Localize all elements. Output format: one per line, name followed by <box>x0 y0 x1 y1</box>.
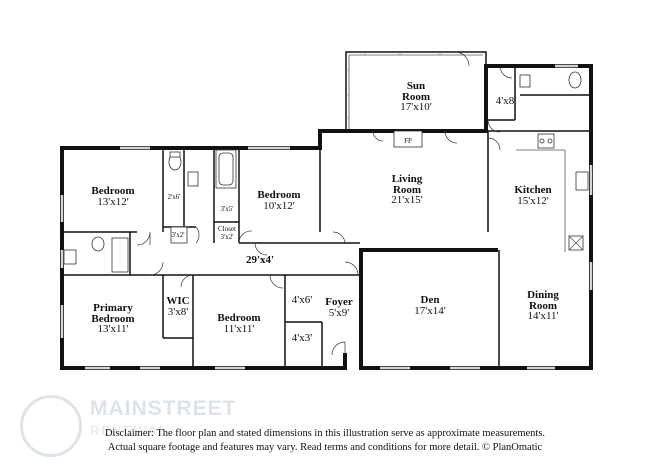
closet-small-dim: 3'x2' <box>220 233 233 241</box>
room-label-sun-room: Sun Room 17'x10' <box>400 80 431 113</box>
closet-small-name: Closet <box>218 225 236 233</box>
bedroom-n-name: Bedroom <box>257 189 300 201</box>
bedroom-nw-name: Bedroom <box>91 185 134 197</box>
room-label-kitchen: Kitchen 15'x12' <box>514 184 551 207</box>
sun-room-dim: 17'x10' <box>400 101 431 113</box>
living-room-dim: 21'x15' <box>391 194 422 206</box>
room-label-primary-bedroom: Primary Bedroom 13'x11' <box>91 302 134 335</box>
disclaimer-line2: Actual square footage and features may v… <box>107 442 543 453</box>
foyer-dim: 5'x9' <box>329 307 349 319</box>
living-room-name-line2: Room <box>393 184 421 196</box>
bedroom-n-dim: 10'x12' <box>263 200 294 212</box>
dining-room-name-line2: Room <box>529 300 557 312</box>
fireplace-label: FP <box>404 137 412 145</box>
windows <box>60 64 593 370</box>
room-label-bedroom-n: Bedroom 10'x12' <box>257 189 300 212</box>
room-label-foyer: Foyer 5'x9' <box>325 296 353 319</box>
dining-room-dim: 14'x11' <box>527 310 558 322</box>
dining-room-name-line1: Dining <box>527 289 559 301</box>
room-label-living-room: Living Room 21'x15' <box>391 173 423 206</box>
room-label-bedroom-s: Bedroom 11'x11' <box>217 312 260 335</box>
foyer-name: Foyer <box>325 296 353 308</box>
wic-dim: 3'x8' <box>168 306 188 318</box>
disclaimer: Disclaimer: The floor plan and stated di… <box>0 427 650 455</box>
watermark-line1: MAINSTREET <box>90 397 237 420</box>
closet-4x3-dim: 4'x3' <box>292 332 312 344</box>
brand-watermark: MAINSTREET RENEWAL <box>20 395 280 465</box>
primary-bedroom-name-line1: Primary <box>93 302 133 314</box>
kitchen-dim: 15'x12' <box>517 195 548 207</box>
room-label-wic: WIC 3'x8' <box>166 295 189 318</box>
closet-2x6-dim: 2'x6' <box>167 193 180 201</box>
den-name: Den <box>421 294 440 306</box>
bath-3x5-dim: 3'x5' <box>220 205 233 213</box>
watermark-logo-icon <box>20 395 82 457</box>
living-room-name-line1: Living <box>392 173 423 185</box>
disclaimer-line1: Disclaimer: The floor plan and stated di… <box>104 428 546 439</box>
bedroom-s-dim: 11'x11' <box>224 323 255 335</box>
hall-dim: 29'x4' <box>246 254 274 266</box>
sun-room-name-line1: Sun <box>407 80 425 92</box>
interior-walls <box>62 66 591 368</box>
closet-3x2-dim: 3'x2' <box>171 231 184 239</box>
exterior-walls <box>60 64 593 370</box>
bedroom-s-name: Bedroom <box>217 312 260 324</box>
primary-bedroom-dim: 13'x11' <box>97 323 128 335</box>
wic-name: WIC <box>166 295 189 307</box>
room-label-bedroom-nw: Bedroom 13'x12' <box>91 185 134 208</box>
room-label-den: Den 17'x14' <box>414 294 445 317</box>
primary-bedroom-name-line2: Bedroom <box>91 313 134 325</box>
sun-room-name-line2: Room <box>402 91 430 103</box>
fixtures <box>63 71 589 273</box>
room-label-dining-room: Dining Room 14'x11' <box>527 289 559 322</box>
kitchen-name: Kitchen <box>514 184 551 196</box>
den-dim: 17'x14' <box>414 305 445 317</box>
watermark-line2: RENEWAL <box>90 423 168 438</box>
doors <box>136 51 513 356</box>
closet-4x6-dim: 4'x6' <box>292 294 312 306</box>
bath-top-right-dim: 4'x8' <box>496 95 516 107</box>
bedroom-nw-dim: 13'x12' <box>97 196 128 208</box>
